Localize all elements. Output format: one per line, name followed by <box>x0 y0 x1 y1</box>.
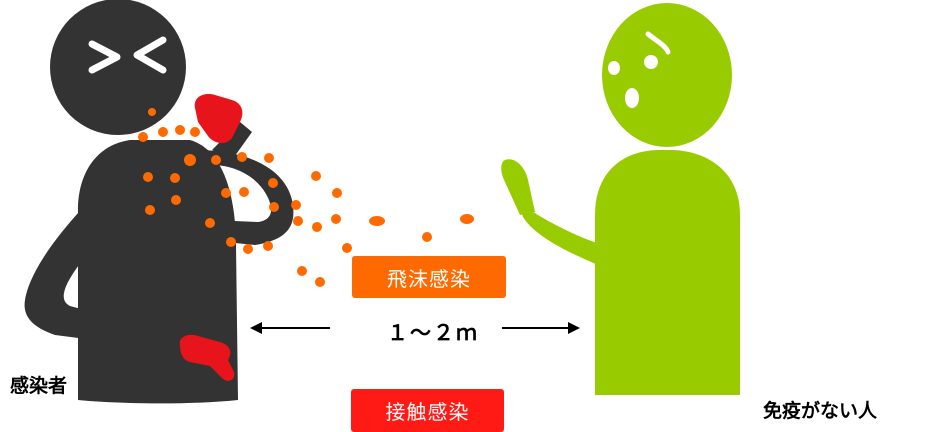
infected-right-arm <box>196 150 294 245</box>
distance-arrows <box>250 322 580 334</box>
infected-left-arm <box>24 190 198 353</box>
infected-eye-right <box>133 36 167 74</box>
infected-glove-bottom <box>179 334 235 381</box>
non-immune-head <box>602 3 732 147</box>
infected-person-label: 感染者 <box>10 375 68 397</box>
droplet-spray <box>138 108 474 287</box>
contact-infection-label: 接触感染 <box>351 389 504 432</box>
non-immune-arm <box>522 209 600 265</box>
droplet-infection-label: 飛沫感染 <box>352 256 506 298</box>
infected-eye-left <box>88 40 121 74</box>
non-immune-eye-left <box>608 61 620 75</box>
non-immune-hand <box>501 159 535 215</box>
infected-person-figure <box>24 0 294 404</box>
infected-forearm <box>212 122 252 160</box>
non-immune-person-figure <box>501 3 740 395</box>
non-immune-body <box>595 150 740 395</box>
non-immune-mouth <box>625 88 639 108</box>
non-immune-person-label: 免疫がない人 <box>763 400 878 422</box>
non-immune-eyebrow <box>645 31 671 55</box>
infected-glove-top <box>194 94 243 144</box>
distance-label: １～２ｍ <box>387 321 479 345</box>
non-immune-eye-right <box>644 55 658 69</box>
infected-head <box>50 0 186 135</box>
